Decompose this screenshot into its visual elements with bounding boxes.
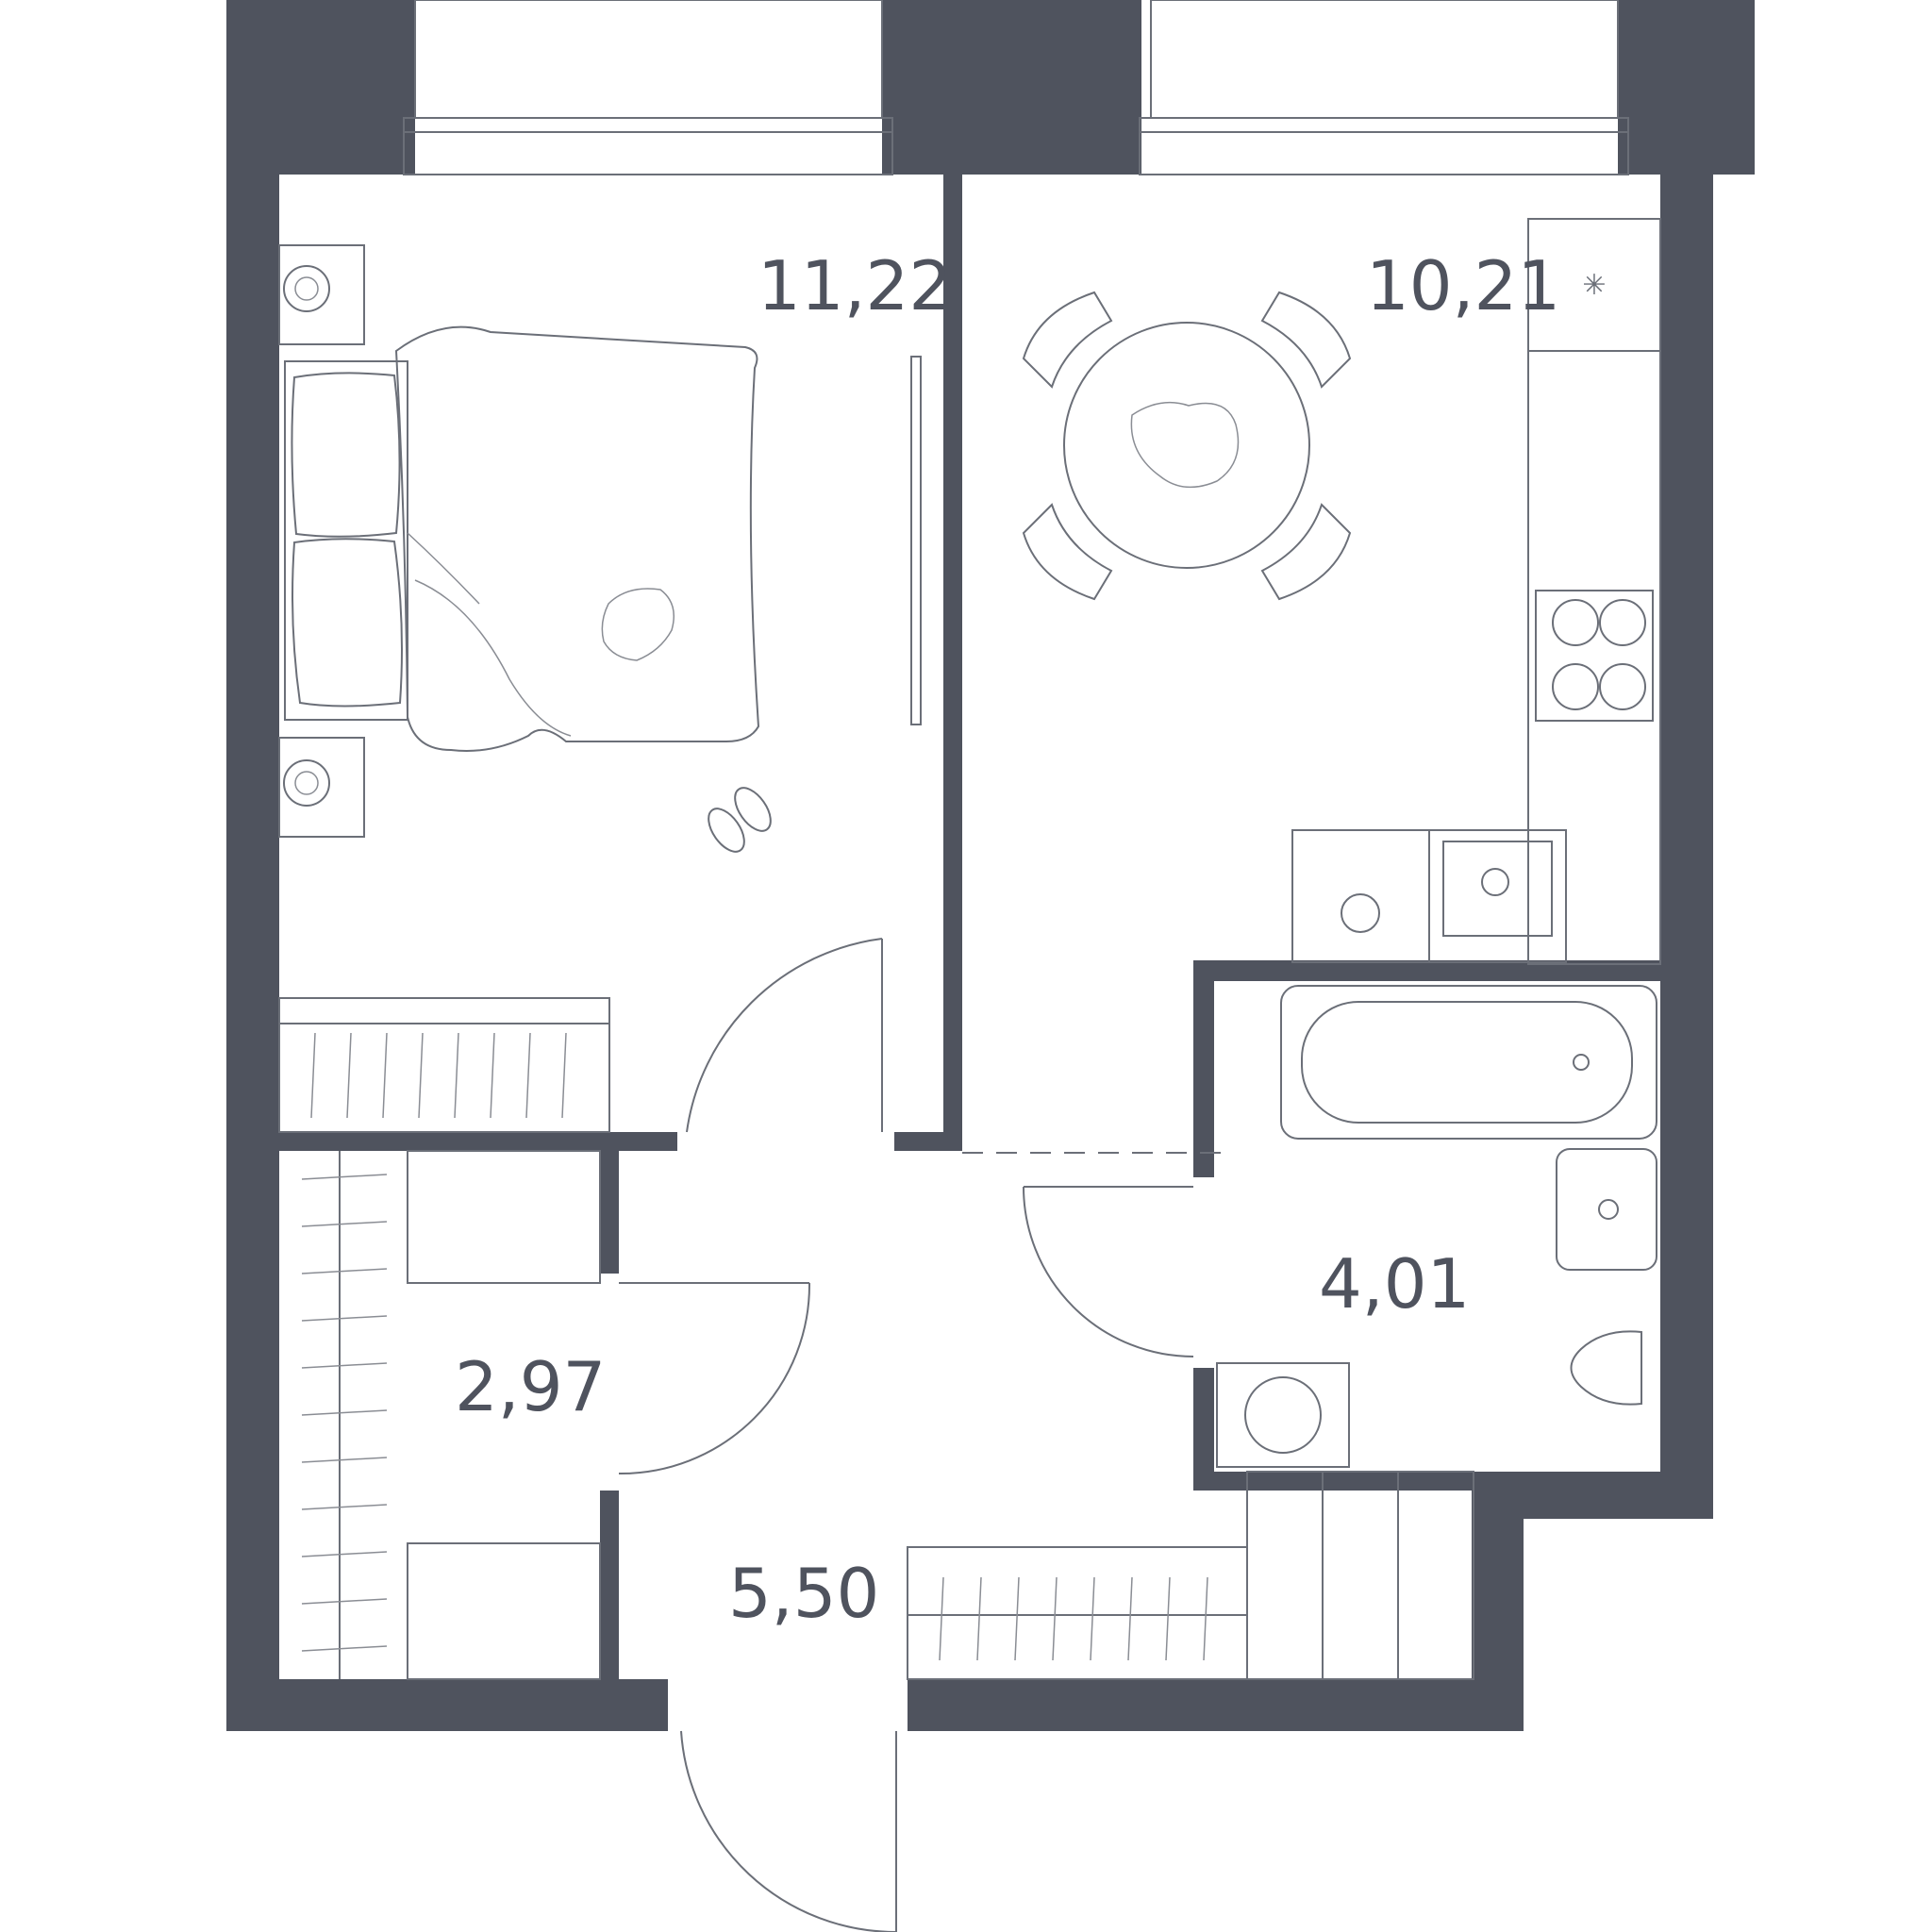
chair-icon bbox=[1022, 291, 1113, 389]
area-label-hallway: 5,50 bbox=[728, 1554, 879, 1633]
sink-cabinet bbox=[1291, 829, 1430, 963]
storage-cabinet bbox=[1322, 1471, 1399, 1680]
toilet-icon bbox=[1570, 1330, 1642, 1406]
storage-cabinet bbox=[1246, 1471, 1324, 1680]
wall-top-left-column bbox=[226, 0, 415, 175]
bed-duvet bbox=[394, 325, 760, 752]
drain-icon bbox=[1573, 1054, 1590, 1071]
bed-headboard bbox=[284, 360, 408, 721]
wall-bath-left-lower bbox=[1193, 1368, 1214, 1491]
door-bathroom-swing bbox=[1023, 1186, 1194, 1357]
area-label-kitchen: 10,21 bbox=[1366, 246, 1560, 325]
hallway-wardrobe bbox=[907, 1546, 1248, 1680]
burner-icon bbox=[1552, 663, 1599, 710]
burner-icon bbox=[1599, 599, 1646, 646]
flowers-icon bbox=[1130, 401, 1240, 489]
pillow-icon bbox=[291, 372, 401, 538]
chair-icon bbox=[1260, 291, 1352, 389]
door-entrance-swing bbox=[680, 1730, 896, 1932]
doors bbox=[618, 938, 1226, 1932]
kitchen-counter bbox=[1527, 350, 1661, 965]
area-label-closet: 2,97 bbox=[455, 1347, 606, 1426]
wall-left bbox=[226, 0, 279, 1731]
storage bbox=[301, 1150, 1474, 1680]
burner-icon bbox=[1599, 663, 1646, 710]
chair-icon bbox=[1260, 503, 1352, 601]
walls bbox=[226, 0, 1755, 1731]
pillow-icon bbox=[291, 538, 403, 708]
bathtub-basin bbox=[1301, 1001, 1633, 1124]
dining-table bbox=[1063, 322, 1310, 569]
closet-shelf-top bbox=[407, 1150, 601, 1284]
lamp-icon bbox=[283, 759, 330, 807]
wall-closet-top bbox=[600, 1151, 619, 1274]
bathroom-fixtures bbox=[1216, 985, 1657, 1468]
window-kitchen-sill bbox=[1139, 117, 1629, 175]
washbasin bbox=[1556, 1148, 1657, 1271]
slipper-icon bbox=[708, 808, 745, 853]
wall-bath-left-upper bbox=[1193, 960, 1214, 1177]
snowflake-icon: ✳ bbox=[1582, 269, 1606, 302]
tv-icon bbox=[910, 356, 922, 725]
wall-bottom-right bbox=[908, 1679, 1524, 1731]
oven-window bbox=[1442, 841, 1553, 937]
window-kitchen-outer bbox=[1150, 0, 1619, 119]
window-bedroom-outer bbox=[414, 0, 883, 119]
chair-icon bbox=[1022, 503, 1113, 601]
windows bbox=[403, 0, 1629, 175]
bedroom-furniture bbox=[278, 244, 922, 1133]
oven-knob-icon bbox=[1481, 868, 1509, 896]
bathtub bbox=[1280, 985, 1657, 1140]
tap-icon bbox=[1598, 1199, 1619, 1220]
wall-bedroom-bottom-right bbox=[894, 1132, 962, 1151]
wall-right-lower bbox=[1660, 1113, 1713, 1519]
cooktop bbox=[1535, 590, 1654, 722]
wall-bath-top bbox=[1193, 960, 1660, 981]
wall-top-middle-column bbox=[882, 0, 1141, 175]
window-bedroom-sill bbox=[403, 117, 893, 175]
area-label-bedroom: 11,22 bbox=[758, 246, 952, 325]
oven bbox=[1428, 829, 1567, 963]
door-bedroom-swing bbox=[686, 938, 883, 1133]
nightstand-bottom bbox=[278, 737, 365, 838]
faucet-icon bbox=[1341, 893, 1380, 933]
cat-icon bbox=[601, 588, 675, 661]
wall-bedroom-bottom bbox=[279, 1132, 677, 1151]
washing-machine bbox=[1216, 1362, 1350, 1468]
wall-bottom-left bbox=[226, 1679, 668, 1731]
slipper-icon bbox=[734, 787, 772, 832]
area-label-bathroom: 4,01 bbox=[1319, 1244, 1470, 1324]
bedroom-wardrobe bbox=[278, 997, 610, 1133]
nightstand-top bbox=[278, 244, 365, 345]
wall-bath-bottom bbox=[1193, 1472, 1476, 1491]
burner-icon bbox=[1552, 599, 1599, 646]
storage-cabinet bbox=[1397, 1471, 1474, 1680]
door-closet-swing bbox=[618, 1282, 811, 1475]
area-labels: 11,22 10,21 4,01 2,97 5,50 bbox=[455, 246, 1560, 1633]
lamp-icon bbox=[283, 265, 330, 312]
wall-closet-bottom bbox=[600, 1491, 619, 1679]
closet-shelf-bottom bbox=[407, 1542, 601, 1680]
wall-bedroom-kitchen bbox=[943, 175, 962, 1132]
kitchen-furniture: ✳ bbox=[1022, 218, 1661, 965]
washer-drum-icon bbox=[1244, 1376, 1322, 1454]
